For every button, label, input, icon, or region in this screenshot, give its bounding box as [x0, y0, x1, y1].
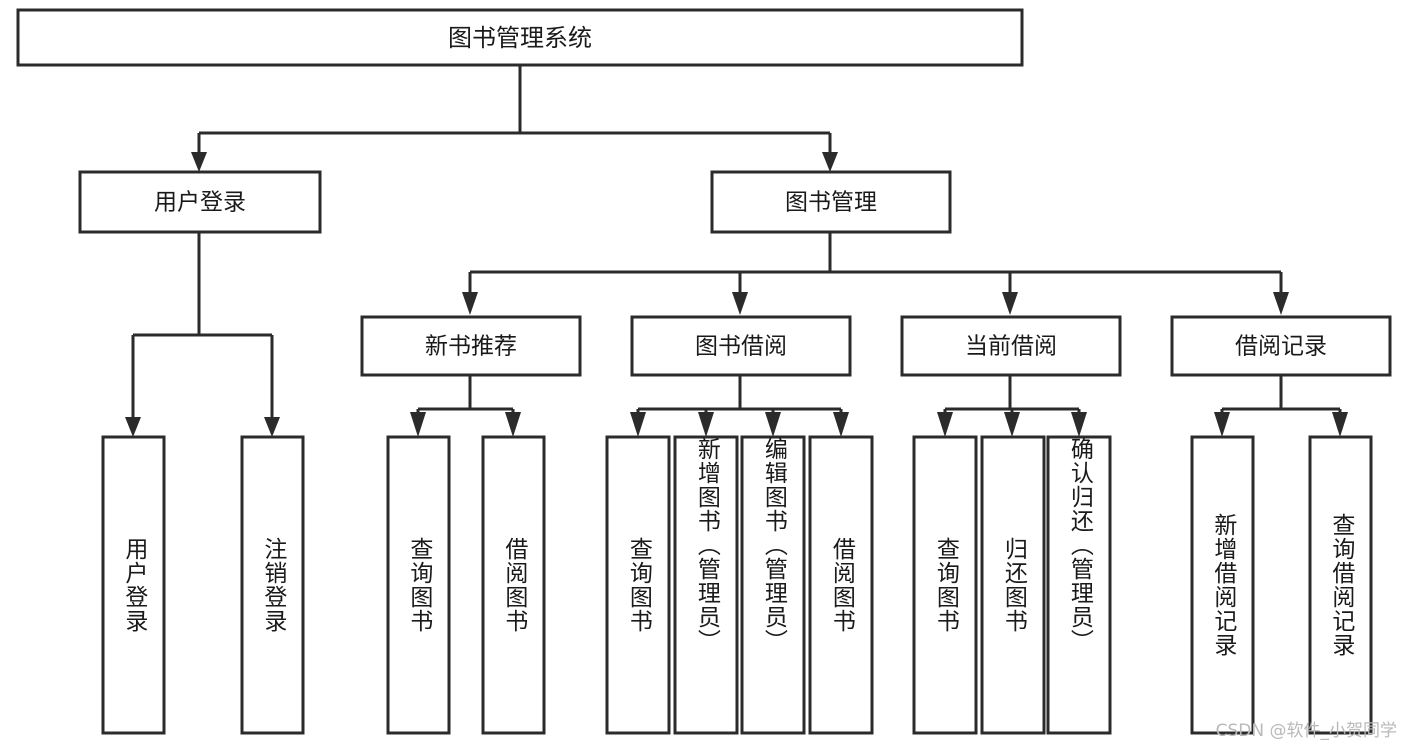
arrow-user-login-to-leaf-2 [264, 417, 280, 437]
node-box-current-borrow[interactable] [900, 315, 1122, 377]
node-box-leaf-user-login[interactable] [101, 435, 166, 735]
arrow-new-book-to-leaf-2 [505, 412, 521, 437]
node-box-leaf-confirm-return[interactable] [1046, 435, 1112, 735]
node-box-leaf-query-book-2[interactable] [605, 435, 671, 735]
arrow-current-to-leaf-3 [1071, 412, 1087, 437]
arrow-book-mgmt-to-record [1273, 292, 1289, 315]
arrow-borrow-to-leaf-3 [765, 412, 781, 437]
node-label-borrow-record: 借阅记录 [1235, 334, 1327, 360]
node-box-user-login[interactable] [78, 170, 322, 234]
node-box-leaf-query-borrow-record[interactable] [1308, 435, 1373, 735]
node-box-book-borrow[interactable] [630, 315, 852, 377]
node-box-leaf-add-borrow-record[interactable] [1190, 435, 1255, 735]
connector-layer [125, 65, 1348, 437]
node-layer: 图书管理系统 用户登录 图书管理 新书推荐 图书借阅 当前借阅 借阅记录 [16, 8, 1392, 735]
node-box-leaf-query-book-3[interactable] [912, 435, 978, 735]
arrow-record-to-leaf-2 [1332, 412, 1348, 437]
node-box-leaf-edit-book[interactable] [740, 435, 806, 735]
arrow-root-to-user-login [191, 152, 207, 172]
node-box-leaf-return-book[interactable] [980, 435, 1046, 735]
arrow-borrow-to-leaf-2 [698, 412, 714, 437]
arrow-root-to-book-mgmt [822, 152, 838, 172]
node-box-leaf-add-book[interactable] [673, 435, 739, 735]
arrow-borrow-to-leaf-4 [833, 412, 849, 437]
node-label-book-management: 图书管理 [785, 190, 877, 216]
arrow-current-to-leaf-1 [937, 412, 953, 437]
node-box-borrow-record[interactable] [1170, 315, 1392, 377]
arrow-current-to-leaf-2 [1004, 412, 1020, 437]
node-label-user-login: 用户登录 [154, 190, 246, 216]
arrow-borrow-to-leaf-1 [630, 412, 646, 437]
arrow-user-login-to-leaf-1 [125, 417, 141, 437]
node-label-current-borrow: 当前借阅 [965, 334, 1057, 360]
node-label-book-borrow: 图书借阅 [695, 334, 787, 360]
node-box-leaf-query-book-1[interactable] [386, 435, 451, 735]
node-box-leaf-borrow-book-1[interactable] [481, 435, 546, 735]
node-box-book-management[interactable] [710, 170, 952, 234]
arrow-new-book-to-leaf-1 [410, 412, 426, 437]
node-label-root: 图书管理系统 [448, 24, 592, 52]
node-box-leaf-borrow-book-2[interactable] [808, 435, 874, 735]
node-label-new-book-recommend: 新书推荐 [425, 334, 517, 360]
node-box-leaf-logout[interactable] [240, 435, 305, 735]
node-box-new-book-recommend[interactable] [360, 315, 582, 377]
arrow-book-mgmt-to-new-book [462, 292, 478, 315]
arrow-record-to-leaf-1 [1214, 412, 1230, 437]
arrow-book-mgmt-to-borrow [732, 292, 748, 315]
node-box-root[interactable] [16, 8, 1024, 67]
arrow-book-mgmt-to-current [1002, 292, 1018, 315]
